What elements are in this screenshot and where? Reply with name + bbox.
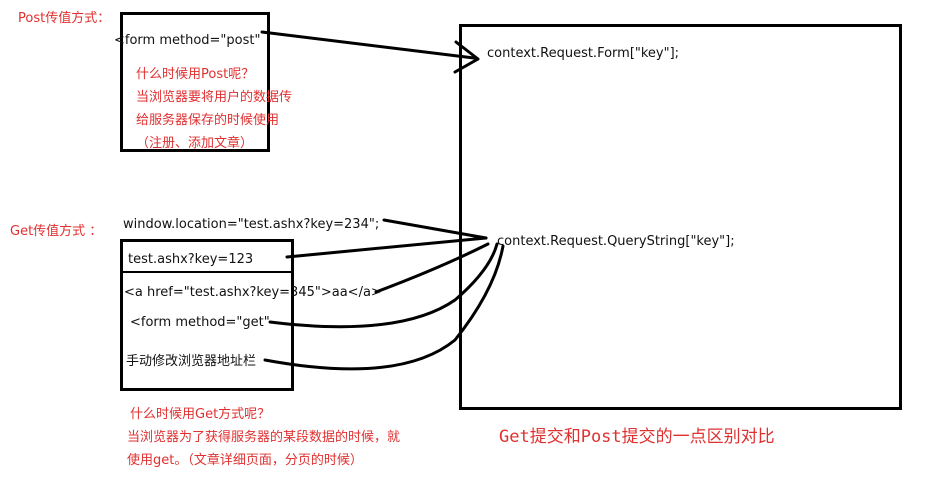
get-form-line: <form method="get" [130, 315, 270, 330]
get-sources-box [120, 239, 294, 391]
get-answer-2: 使用get。（文章详细页面，分页的时候） [127, 453, 363, 468]
line-url-to-querystring [285, 236, 488, 259]
server-form-access: context.Request.Form["key"]; [487, 46, 680, 61]
curve-form-get-to-querystring [268, 242, 499, 329]
get-label: Get传值方式 ： [10, 224, 103, 239]
post-form-tag: <form method="post" [114, 33, 261, 48]
post-form-box [120, 12, 270, 152]
get-anchor-line: <a href="test.ashx?key=345">aa</a> [124, 285, 382, 300]
post-answer-2: 给服务器保存的时候使用 [136, 113, 280, 128]
get-url-line: test.ashx?key=123 [128, 252, 254, 267]
server-querystring-access: context.Request.QueryString["key"]; [497, 234, 735, 249]
line-location-to-querystring [382, 218, 488, 240]
diagram-title: Get提交和Post提交的一点区别对比 [499, 427, 775, 447]
curve-manual-to-querystring [263, 244, 505, 371]
post-answer-1: 当浏览器要将用户的数据传 [136, 90, 293, 105]
server-box [459, 24, 902, 410]
get-manual-line: 手动修改浏览器地址栏 [126, 354, 257, 369]
post-question: 什么时候用Post呢？ [136, 67, 255, 82]
line-anchor-to-querystring [374, 242, 490, 294]
get-answer-1: 当浏览器为了获得服务器的某段数据的时候，就 [127, 430, 401, 445]
get-location-line: window.location="test.ashx?key=234"; [123, 217, 380, 232]
arrow-post-to-form [260, 30, 476, 60]
arrowhead-post [453, 40, 480, 74]
get-url-underline [120, 271, 294, 273]
post-answer-3: （注册、添加文章） [136, 136, 254, 151]
post-label: Post传值方式： [18, 11, 111, 26]
get-question: 什么时候用Get方式呢？ [130, 407, 271, 422]
